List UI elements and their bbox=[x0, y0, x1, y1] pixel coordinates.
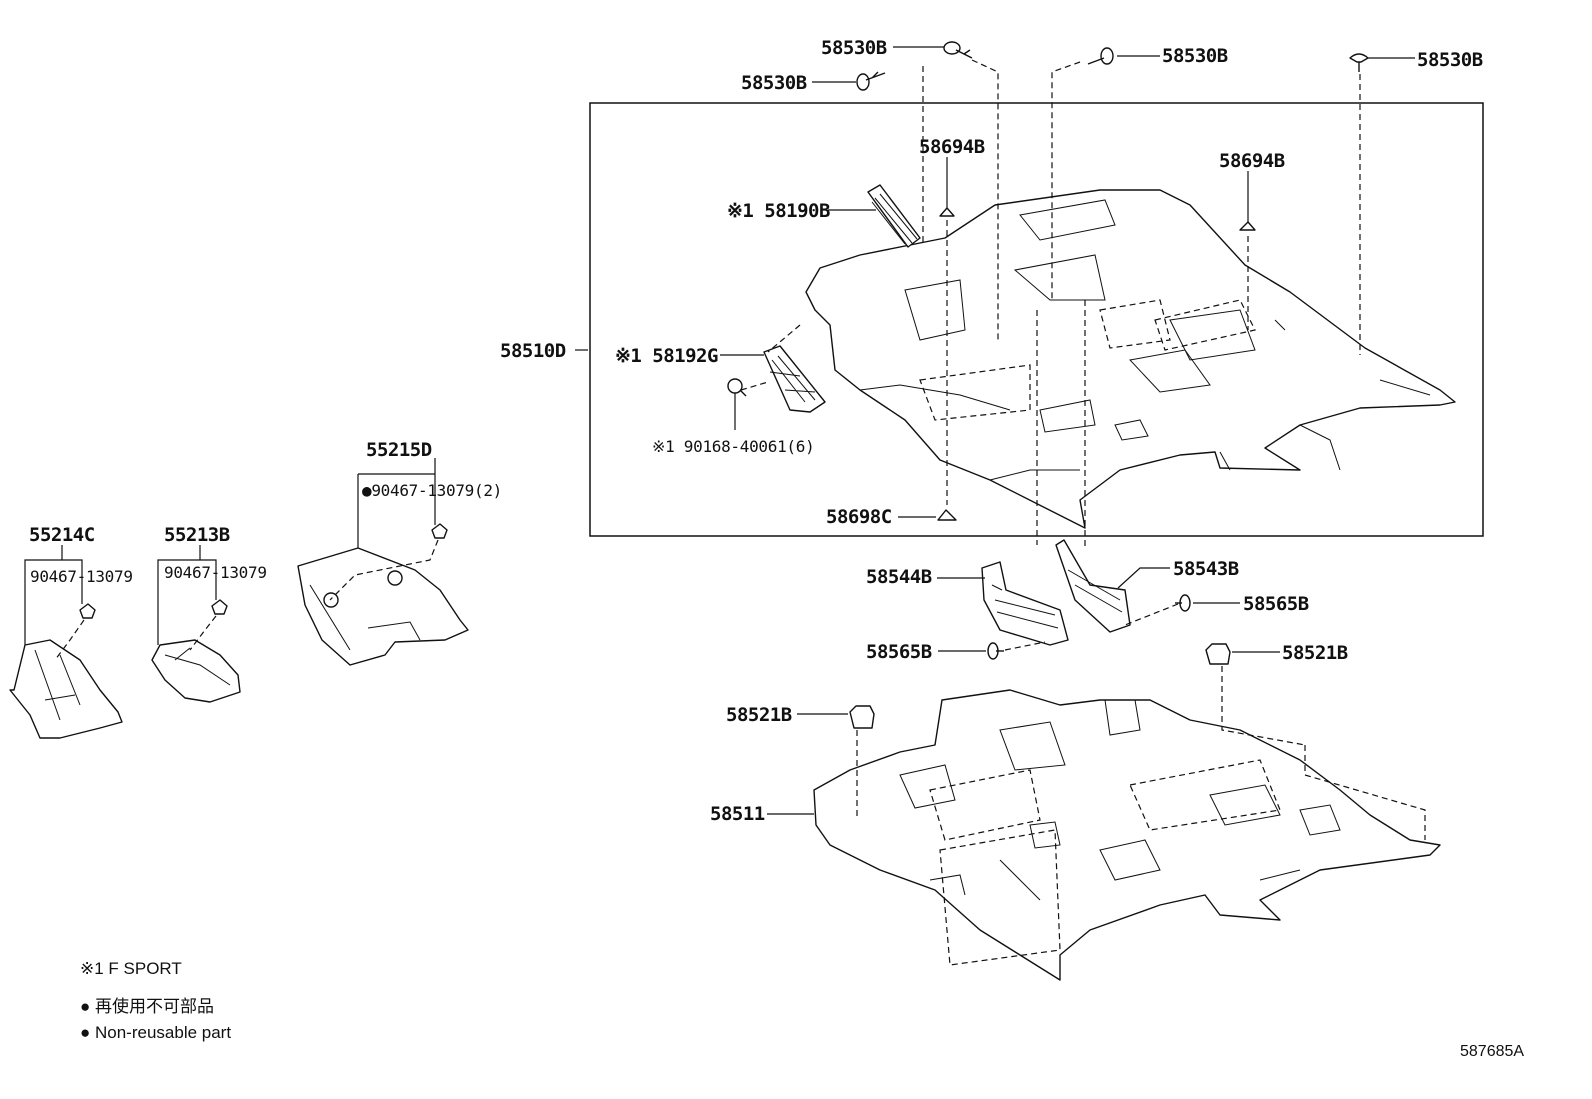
label-58521b-left: 58521B bbox=[726, 704, 792, 726]
floor-silencer-58511 bbox=[813, 689, 1441, 981]
label-90467-13079-a: 90467-13079 bbox=[30, 567, 133, 586]
label-55214c: 55214C bbox=[29, 524, 95, 546]
rest-plate-58192g bbox=[763, 345, 826, 413]
clip-58694b-left bbox=[939, 207, 955, 217]
fastener-58530b-left bbox=[856, 71, 886, 91]
label-58694b-right: 58694B bbox=[1219, 150, 1285, 172]
label-58698c: 58698C bbox=[826, 506, 892, 528]
label-58530b-top: 58530B bbox=[821, 37, 887, 59]
cover-55214c bbox=[9, 639, 123, 739]
fastener-58530b-mid bbox=[1087, 47, 1114, 65]
legend-bullet-english: ● Non-reusable part bbox=[80, 1023, 231, 1042]
clip-58521b-right bbox=[1205, 643, 1231, 665]
label-58521b-right: 58521B bbox=[1282, 642, 1348, 664]
label-58530b-right: 58530B bbox=[1417, 49, 1483, 71]
diagram-reference-number: 587685A bbox=[1460, 1043, 1524, 1060]
screw-58565b-left bbox=[987, 642, 1004, 660]
floor-carpet-upper bbox=[805, 189, 1456, 529]
label-58694b-left: 58694B bbox=[919, 136, 985, 158]
leader-lines bbox=[24, 46, 1415, 815]
label-58190b: ※1 58190B bbox=[727, 200, 830, 222]
assembly-lines bbox=[54, 59, 1426, 966]
label-90467-13079-b: 90467-13079 bbox=[164, 563, 267, 582]
label-90168: ※1 90168-40061(6) bbox=[652, 437, 814, 456]
label-58565b-right: 58565B bbox=[1243, 593, 1309, 615]
clip-58521b-left bbox=[849, 705, 875, 729]
label-58511: 58511 bbox=[710, 803, 765, 825]
clip-90467-55213b bbox=[211, 599, 228, 615]
label-55213b: 55213B bbox=[164, 524, 230, 546]
cover-55215d bbox=[297, 547, 469, 666]
label-58565b-left: 58565B bbox=[866, 641, 932, 663]
bracket-58543b bbox=[1055, 539, 1131, 633]
screw-90168 bbox=[727, 378, 747, 397]
label-58510d: 58510D bbox=[500, 340, 566, 362]
fastener-58530b-right bbox=[1349, 53, 1369, 72]
bracket-58544b bbox=[981, 561, 1069, 646]
cover-55213b bbox=[151, 639, 241, 703]
label-58192g: ※1 58192G bbox=[615, 345, 718, 367]
fastener-58530b-top bbox=[943, 41, 973, 59]
screw-58565b-right bbox=[1175, 594, 1191, 612]
clip-58698c bbox=[937, 509, 957, 521]
label-58530b-mid: 58530B bbox=[1162, 45, 1228, 67]
label-55215d: 55215D bbox=[366, 439, 432, 461]
clip-58694b-right bbox=[1239, 221, 1256, 231]
label-58544b: 58544B bbox=[866, 566, 932, 588]
label-90467-13079-2: ●90467-13079(2) bbox=[362, 481, 502, 500]
label-58530b-left: 58530B bbox=[741, 72, 807, 94]
clip-90467-55214c bbox=[79, 603, 96, 619]
clip-90467-55215d bbox=[431, 523, 448, 539]
label-58543b: 58543B bbox=[1173, 558, 1239, 580]
legend-note-f-sport: ※1 F SPORT bbox=[80, 959, 182, 978]
pedal-pad-58190b bbox=[867, 184, 921, 248]
legend-bullet-japanese: ● 再使用不可部品 bbox=[80, 996, 214, 1016]
